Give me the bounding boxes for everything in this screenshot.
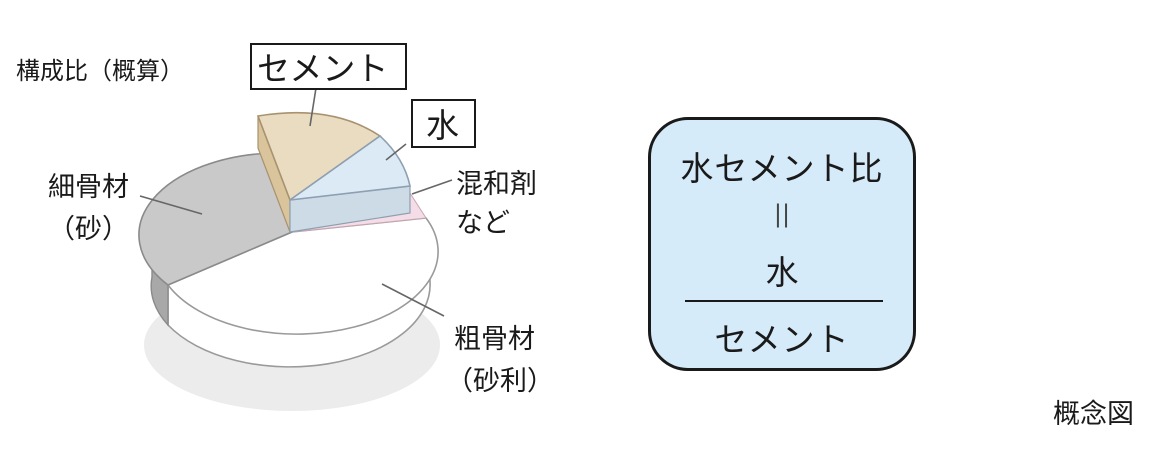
formula-numerator: 水 xyxy=(765,253,799,292)
label-coarse-aggregate-line1: 粗骨材 xyxy=(454,324,535,355)
label-fine-aggregate-line1: 細骨材 xyxy=(48,172,129,203)
pie-slice-coarse-aggregate xyxy=(166,217,439,335)
chart-title: 構成比（概算） xyxy=(16,57,184,85)
water-label-box xyxy=(411,99,476,148)
fraction-bar xyxy=(685,300,883,302)
label-coarse-aggregate-line2: （砂利） xyxy=(446,366,554,397)
leader-fine-aggregate xyxy=(139,195,203,215)
formula-denominator: セメント xyxy=(714,320,850,359)
label-admixture: 混和剤 など xyxy=(456,169,546,239)
leader-admixture xyxy=(411,179,453,195)
label-cement: セメント xyxy=(257,49,388,88)
water-cement-ratio-formula: 水セメント比 || 水 セメント xyxy=(648,117,916,371)
figure-caption: 概念図 xyxy=(1053,399,1134,430)
label-fine-aggregate-line2: （砂） xyxy=(48,214,129,245)
pie-slice-cement xyxy=(256,111,382,202)
leader-cement xyxy=(309,87,317,127)
formula-title: 水セメント比 xyxy=(680,149,884,188)
pie-slice-water xyxy=(289,134,411,201)
label-coarse-aggregate: 粗骨材 （砂利） xyxy=(446,324,554,397)
label-admixture-line2: など xyxy=(456,208,510,239)
label-admixture-line1: 混和剤 xyxy=(456,169,537,200)
cement-label-box xyxy=(250,43,407,90)
leader-coarse-aggregate xyxy=(381,283,445,317)
leader-water xyxy=(385,143,407,161)
label-fine-aggregate: 細骨材 （砂） xyxy=(48,172,138,245)
label-water: 水 xyxy=(426,106,459,145)
formula-equals-sign: || xyxy=(773,200,791,228)
